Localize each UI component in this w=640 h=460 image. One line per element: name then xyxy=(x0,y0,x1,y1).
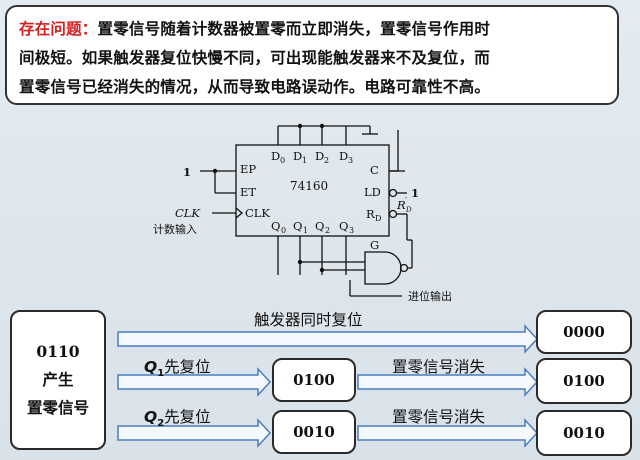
pin-q3-label: Q xyxy=(339,219,348,233)
rd-prime-label: R xyxy=(396,198,406,212)
pin-q1-label: Q xyxy=(293,219,302,233)
source-line-1: 0110 xyxy=(36,342,80,361)
clk-triangle xyxy=(235,207,244,219)
problem-line-3: 置零信号已经消失的情况，从而导致电路误动作。电路可靠性不高。 xyxy=(19,78,491,96)
chip-74160-body xyxy=(235,144,390,237)
source-line-2: 产生 xyxy=(42,370,74,389)
rd-bubble xyxy=(388,209,398,219)
svg-text:′: ′ xyxy=(405,196,407,205)
arrow-q2-signal-lost xyxy=(357,418,539,448)
clk-input-label: CLK xyxy=(175,206,201,220)
result-box-0000: 0000 xyxy=(536,310,632,354)
pin-ld-label: LD xyxy=(364,185,381,199)
ep-input-value: 1 xyxy=(183,165,191,179)
pin-c-label: C xyxy=(370,163,379,177)
problem-label: 存在问题： xyxy=(19,20,98,38)
pin-rd-sub: D xyxy=(375,214,381,223)
pin-d3-label: D xyxy=(339,149,348,163)
svg-text:2: 2 xyxy=(325,226,330,235)
pin-q0-label: Q xyxy=(271,219,280,233)
svg-text:3: 3 xyxy=(349,226,354,235)
source-line-3: 置零信号 xyxy=(26,398,89,417)
label-q2-signal-lost: 置零信号消失 xyxy=(392,408,486,426)
label-simultaneous-reset: 触发器同时复位 xyxy=(254,311,363,329)
source-state-box: 0110 产生 置零信号 xyxy=(10,310,106,450)
arrow-q1-first xyxy=(117,367,272,397)
problem-line-2: 间极短。如果触发器复位快慢不同，可出现能触发器来不及复位，而 xyxy=(19,49,491,67)
svg-text:D: D xyxy=(405,206,412,214)
nand-gate-g xyxy=(364,251,402,285)
svg-text:1: 1 xyxy=(303,226,308,235)
state-box-q2-mid: 0010 xyxy=(272,410,356,454)
label-q1-first: Q1先复位 xyxy=(144,358,211,380)
svg-text:0: 0 xyxy=(280,156,285,165)
gate-label: G xyxy=(370,238,379,252)
svg-text:0: 0 xyxy=(281,226,286,235)
arrow-q2-first xyxy=(117,418,272,448)
pin-ep-label: EP xyxy=(240,162,256,176)
chip-name-label: 74160 xyxy=(290,179,328,193)
pin-d2-label: D xyxy=(315,149,324,163)
ld-input-value: 1 xyxy=(411,186,419,200)
svg-text:3: 3 xyxy=(348,156,353,165)
pin-rd-label: R xyxy=(366,207,375,221)
carry-caption: 进位输出 xyxy=(408,289,452,303)
pin-d0-label: D xyxy=(271,149,280,163)
pin-q2-label: Q xyxy=(315,219,324,233)
ld-bubble xyxy=(388,188,398,198)
label-q2-first: Q2先复位 xyxy=(144,408,211,430)
problem-statement-box: 存在问题：置零信号随着计数器被置零而立即消失，置零信号作用时 间极短。如果触发器… xyxy=(5,5,619,105)
arrow-q1-signal-lost xyxy=(357,367,539,397)
problem-line-1: 置零信号随着计数器被置零而立即消失，置零信号作用时 xyxy=(97,20,491,38)
clk-caption: 计数输入 xyxy=(153,222,197,236)
svg-text:2: 2 xyxy=(324,156,329,165)
result-box-q2: 0010 xyxy=(536,410,632,456)
arrow-top-simultaneous xyxy=(117,324,539,354)
pin-clk-label: CLK xyxy=(245,206,270,220)
result-box-q1: 0100 xyxy=(536,358,632,404)
pin-et-label: ET xyxy=(240,185,256,199)
label-q1-signal-lost: 置零信号消失 xyxy=(392,358,486,376)
state-box-q1-mid: 0100 xyxy=(272,358,356,402)
svg-text:1: 1 xyxy=(302,156,307,165)
pin-d1-label: D xyxy=(293,149,302,163)
